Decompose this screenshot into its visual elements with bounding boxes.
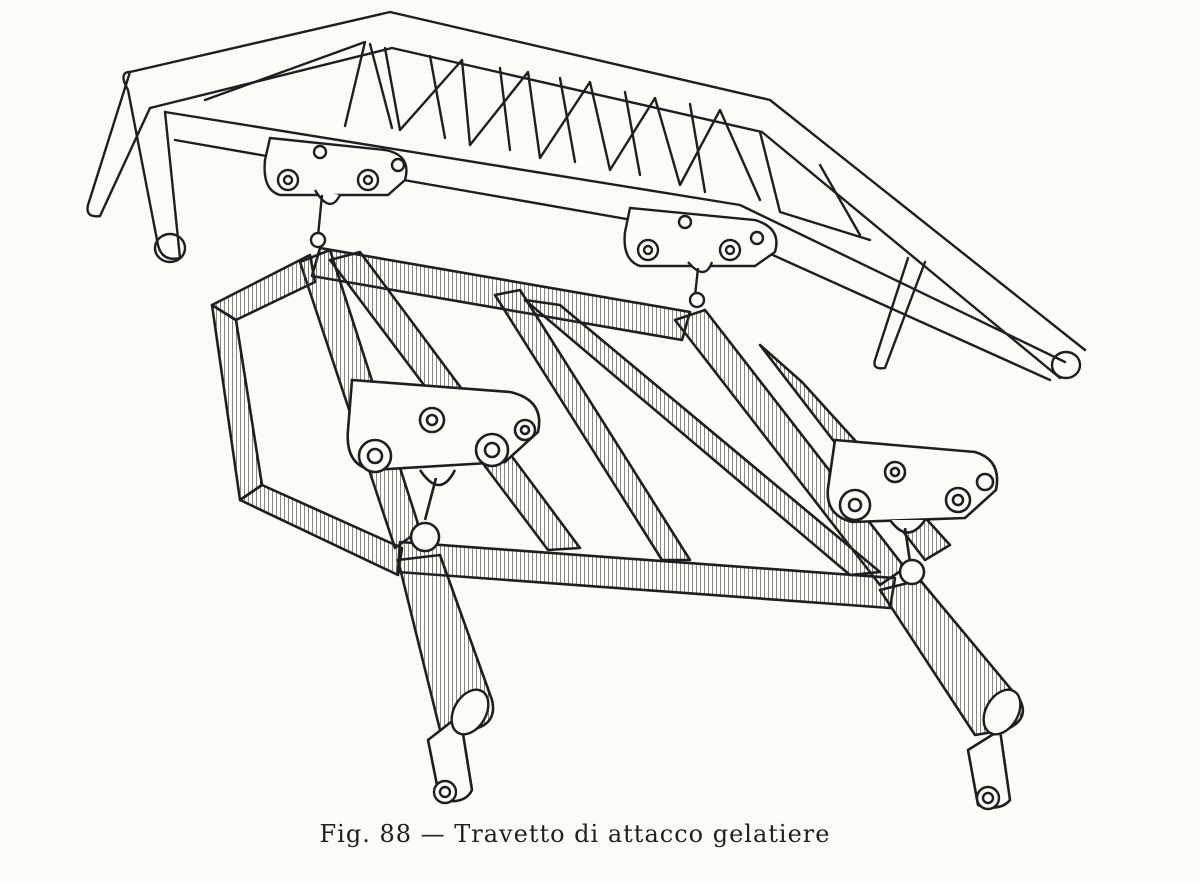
upper-left-bracket: [263, 136, 408, 249]
lower-right-hook-block: [826, 438, 999, 586]
lower-left-hook-block: [346, 378, 541, 553]
figure-caption: Fig. 88 — Travetto di attacco gelatiere: [319, 820, 831, 848]
upper-right-bracket: [623, 206, 778, 309]
leg-end-caps: [432, 688, 1022, 811]
